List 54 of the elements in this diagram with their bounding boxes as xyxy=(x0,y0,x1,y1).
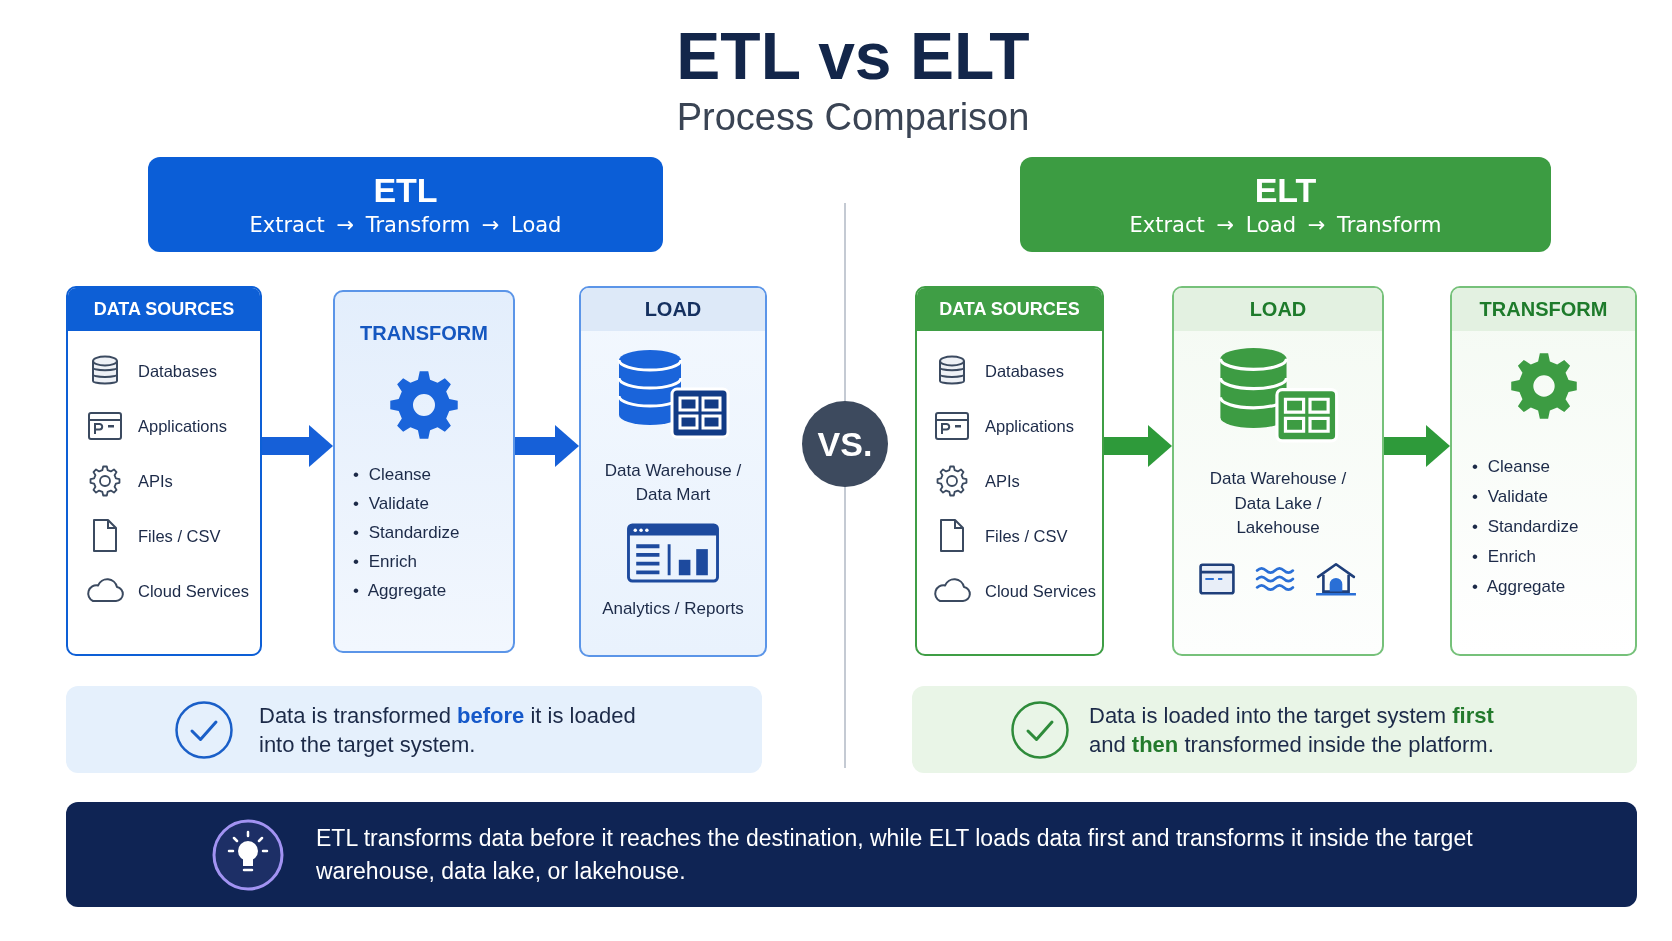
banner-subtitle: Extract → Load → Transform xyxy=(1129,211,1442,239)
sources-panel xyxy=(915,286,1104,656)
process-banner xyxy=(1020,157,1551,252)
list-item: • Standardize xyxy=(1472,516,1579,538)
transform-panel xyxy=(1450,286,1637,656)
source-item: Cloud Services xyxy=(138,580,249,602)
arrow xyxy=(1104,425,1172,467)
load-panel xyxy=(579,286,767,657)
process-banner xyxy=(148,157,663,252)
list-item: • Cleanse xyxy=(353,464,432,486)
note-text: Data is loaded into the target system first and then transformed inside the platform. xyxy=(1089,701,1495,759)
source-item: Files / CSV xyxy=(138,525,221,547)
summary-text: ETL transforms data before it reaches the destination, while ELT loads data first and transforms it inside the target warehouse, data lake, or lakehouse. xyxy=(316,823,1474,886)
list-item: • Standardize xyxy=(353,522,460,544)
list-item: • Aggregate xyxy=(1472,576,1566,598)
source-item: Databases xyxy=(985,360,1064,382)
arrow xyxy=(1384,425,1450,467)
load-panel xyxy=(1172,286,1384,656)
source-item: Cloud Services xyxy=(985,580,1096,602)
transform-panel xyxy=(333,290,515,653)
panel-text: Analytics / Reports xyxy=(602,598,744,620)
list-item: • Validate xyxy=(1472,486,1548,508)
arrow xyxy=(515,425,579,467)
list-item: • Validate xyxy=(353,493,429,515)
source-item: Applications xyxy=(985,415,1074,437)
source-item: APIs xyxy=(985,470,1020,492)
source-item: Files / CSV xyxy=(985,525,1068,547)
list-item: • Enrich xyxy=(353,551,417,573)
panel-header: TRANSFORM xyxy=(1452,288,1635,331)
note-panel xyxy=(66,686,762,773)
vs-circle: VS. xyxy=(802,401,888,487)
panel-title: TRANSFORM xyxy=(360,321,488,346)
panel-text: Data Warehouse / Data Mart xyxy=(603,460,743,506)
banner-title: ETL xyxy=(373,169,438,210)
source-item: Applications xyxy=(138,415,227,437)
note-panel xyxy=(912,686,1637,773)
panel-header: LOAD xyxy=(1174,288,1382,331)
note-text: Data is transformed before it is loaded into the target system. xyxy=(259,701,637,759)
list-item: • Enrich xyxy=(1472,546,1536,568)
banner-subtitle: Extract → Transform → Load xyxy=(249,211,562,239)
panel-header: DATA SOURCES xyxy=(917,288,1102,331)
arrow xyxy=(262,425,333,467)
panel-header: LOAD xyxy=(581,288,765,331)
banner-title: ELT xyxy=(1254,169,1317,210)
list-item: • Cleanse xyxy=(1472,456,1551,478)
panel-text: Data Warehouse / Data Lake / Lakehouse xyxy=(1208,468,1348,539)
panel-header: DATA SOURCES xyxy=(68,288,260,331)
list-item: • Aggregate xyxy=(353,580,447,602)
title: ETL vs ELT xyxy=(676,18,1030,94)
source-item: Databases xyxy=(138,360,217,382)
sources-panel xyxy=(66,286,262,656)
subtitle: Process Comparison xyxy=(676,95,1030,140)
source-item: APIs xyxy=(138,470,173,492)
summary-banner xyxy=(66,802,1637,907)
